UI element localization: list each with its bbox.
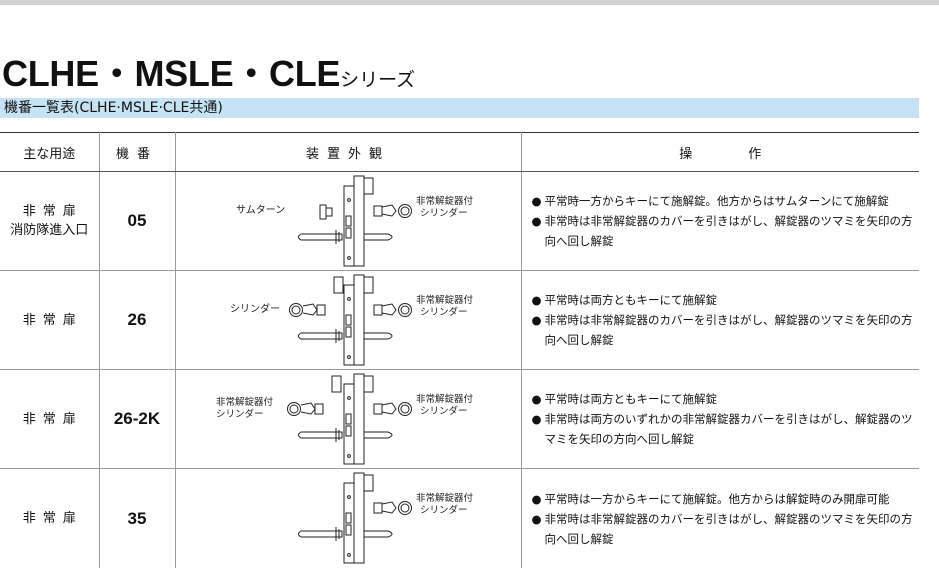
appearance-cell: 非常解錠器付 シリンダー (175, 468, 522, 568)
operation-cell: ●平常時一方からキーにて施解錠。他方からはサムターンにて施解錠 ●非常時は非常解… (521, 171, 920, 271)
page-title: CLHE・MSLE・CLEシリーズ (2, 56, 415, 92)
model-number: 35 (99, 468, 176, 568)
operation-text: 平常時は一方からキーにて施解錠。他方からは解錠時のみ開扉可能 (544, 491, 890, 506)
mortise-lock-diagram-icon: サムターン 非常解錠器付 シリンダー (236, 175, 474, 267)
diagram-label-right-2: シリンダー (420, 504, 468, 516)
operation-text: 非常時は非常解錠器のカバーを引きはがし、解錠器のツマミを矢印の方向へ回し解錠 (544, 214, 913, 248)
operation-item: ●平常時は両方ともキーにて施解錠 (532, 389, 920, 409)
model-number: 05 (99, 171, 176, 271)
use-primary: 非常扉 (22, 511, 83, 526)
model-number-table: 主な用途 機番 装置外観 操作 非常扉 消防隊進入口 05 サムターン (0, 132, 919, 568)
column-header-use: 主な用途 (0, 132, 100, 172)
operation-item: ●非常時は非常解錠器のカバーを引きはがし、解錠器のツマミを矢印の方向へ回し解錠 (532, 509, 920, 549)
use-primary: 非常扉 (22, 312, 83, 328)
diagram-label-right-1: 非常解錠器付 (416, 195, 474, 207)
diagram-label-right-2: シリンダー (420, 306, 468, 318)
operation-text: 非常時は両方のいずれかの非常解錠器カバーを引きはがし、解錠器のツマミを矢印の方向… (544, 412, 913, 446)
use-cell: 非常扉 (0, 270, 100, 370)
bullet-icon: ● (531, 194, 542, 208)
model-number: 26 (99, 270, 176, 370)
operation-cell: ●平常時は両方ともキーにて施解錠 ●非常時は非常解錠器のカバーを引きはがし、解錠… (521, 270, 920, 370)
operation-item: ●平常時一方からキーにて施解錠。他方からはサムターンにて施解錠 (532, 191, 920, 211)
bullet-icon: ● (531, 511, 542, 526)
diagram-label-right-2: シリンダー (420, 207, 468, 219)
operation-item: ●平常時は両方ともキーにて施解錠 (532, 290, 920, 310)
mortise-lock-diagram-icon: シリンダー 非常解錠器付 シリ (230, 274, 474, 366)
operation-text: 非常時は非常解錠器のカバーを引きはがし、解錠器のツマミを矢印の方向へ回し解錠 (544, 313, 913, 347)
operation-cell: ●平常時は一方からキーにて施解錠。他方からは解錠時のみ開扉可能 ●非常時は非常解… (521, 469, 919, 569)
operation-text: 平常時は両方ともキーにて施解錠 (544, 392, 718, 406)
appearance-cell: シリンダー 非常解錠器付 シリ (175, 270, 522, 370)
page-title-main: CLHE・MSLE・CLE (2, 53, 341, 94)
bullet-icon: ● (531, 313, 542, 327)
use-cell: 非常扉 消防隊進入口 (0, 171, 100, 271)
diagram-label-right-1: 非常解錠器付 (416, 294, 474, 306)
table-row: 非常扉 26 シリンダー (0, 270, 920, 370)
diagram-label-left-1: 非常解錠器付 (216, 396, 274, 408)
appearance-cell: 非常解錠器付 シリンダー 非常 (175, 369, 522, 469)
bullet-icon: ● (531, 491, 542, 506)
model-number: 26-2K (99, 369, 176, 469)
use-secondary: 消防隊進入口 (10, 223, 89, 238)
bullet-icon: ● (531, 293, 542, 307)
mortise-lock-diagram-icon: 非常解錠器付 シリンダー 非常 (216, 373, 474, 465)
operation-item: ●平常時は一方からキーにて施解錠。他方からは解錠時のみ開扉可能 (532, 489, 920, 509)
column-header-operation-text: 操作 (679, 146, 818, 162)
use-cell: 非常扉 (0, 468, 100, 568)
table-row: 非常扉 26-2K 非常解錠器付 シリンダー (0, 369, 920, 469)
diagram-label-right-1: 非常解錠器付 (416, 492, 474, 504)
diagram-label-right-1: 非常解錠器付 (416, 393, 474, 405)
bullet-icon: ● (531, 392, 542, 406)
mortise-lock-diagram-icon: 非常解錠器付 シリンダー (297, 472, 474, 564)
top-bar (0, 0, 939, 5)
page-title-suffix: シリーズ (340, 69, 416, 91)
column-header-operation: 操作 (521, 132, 919, 172)
bullet-icon: ● (531, 214, 542, 228)
column-header-number: 機番 (99, 132, 176, 172)
operation-text: 非常時は非常解錠器のカバーを引きはがし、解錠器のツマミを矢印の方向へ回し解錠 (544, 511, 913, 546)
diagram-label-left: サムターン (236, 204, 285, 216)
use-cell: 非常扉 (0, 369, 100, 469)
table-subtitle: 機番一覧表(CLHE·MSLE·CLE共通) (4, 100, 223, 116)
appearance-cell: サムターン 非常解錠器付 シリンダー (175, 171, 522, 271)
table-row: 非常扉 35 非常解錠器付 シリンダー (0, 468, 919, 569)
column-header-appearance: 装置外観 (175, 132, 522, 172)
operation-text: 平常時一方からキーにて施解錠。他方からはサムターンにて施解錠 (544, 194, 889, 208)
operation-item: ●非常時は非常解錠器のカバーを引きはがし、解錠器のツマミを矢印の方向へ回し解錠 (532, 211, 920, 251)
bullet-icon: ● (531, 412, 542, 426)
operation-text: 平常時は両方ともキーにて施解錠 (544, 293, 718, 307)
diagram-label-left: シリンダー (230, 302, 280, 315)
operation-cell: ●平常時は両方ともキーにて施解錠 ●非常時は両方のいずれかの非常解錠器カバーを引… (521, 369, 920, 469)
use-primary: 非常扉 (22, 204, 83, 219)
table-row: 非常扉 消防隊進入口 05 サムターン (0, 171, 920, 271)
diagram-label-left-2: シリンダー (216, 408, 264, 420)
operation-item: ●非常時は両方のいずれかの非常解錠器カバーを引きはがし、解錠器のツマミを矢印の方… (532, 409, 920, 449)
table-subtitle-band: 機番一覧表(CLHE·MSLE·CLE共通) (0, 98, 919, 118)
operation-item: ●非常時は非常解錠器のカバーを引きはがし、解錠器のツマミを矢印の方向へ回し解錠 (532, 310, 920, 350)
diagram-label-right-2: シリンダー (420, 405, 468, 417)
use-primary: 非常扉 (22, 411, 83, 427)
table-header-row: 主な用途 機番 装置外観 操作 (0, 132, 919, 172)
